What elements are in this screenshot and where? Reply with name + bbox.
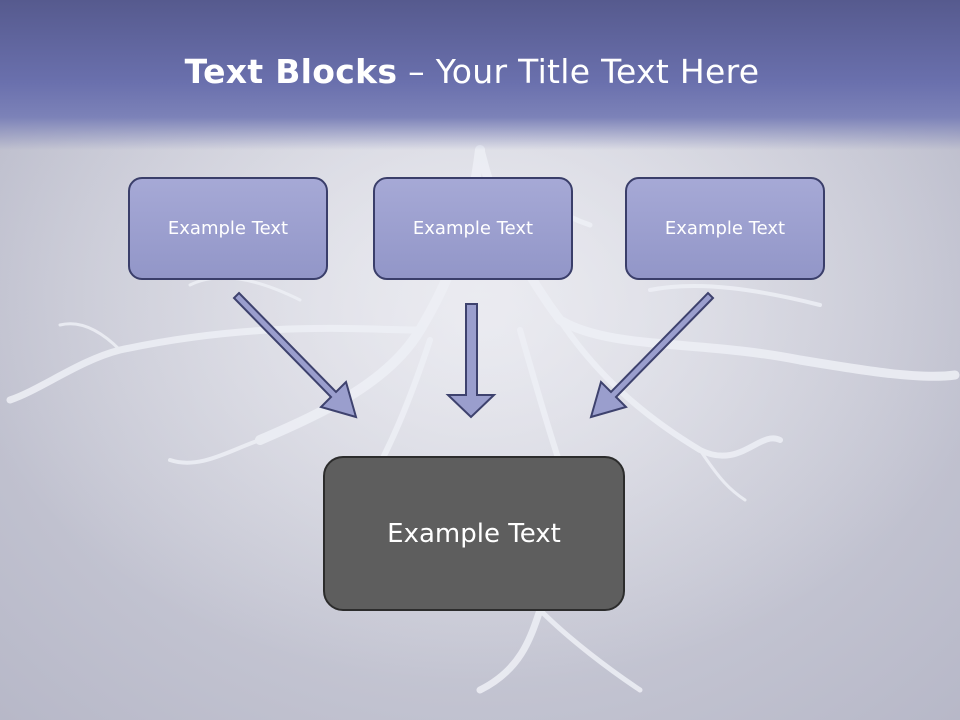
title-rest: Your Title Text Here [435,52,760,91]
page-title: Text Blocks – Your Title Text Here [0,52,944,91]
text-block-1-label: Example Text [167,218,289,239]
text-block-2: Example Text [373,177,573,280]
text-block-3-label: Example Text [664,218,786,239]
main-text-block: Example Text [323,456,625,611]
main-text-block-label: Example Text [387,518,561,549]
title-bold: Text Blocks [184,52,398,91]
text-block-1: Example Text [128,177,328,280]
text-block-2-label: Example Text [412,218,534,239]
title-dash: – [408,52,425,91]
title-band [0,0,960,150]
text-block-3: Example Text [625,177,825,280]
